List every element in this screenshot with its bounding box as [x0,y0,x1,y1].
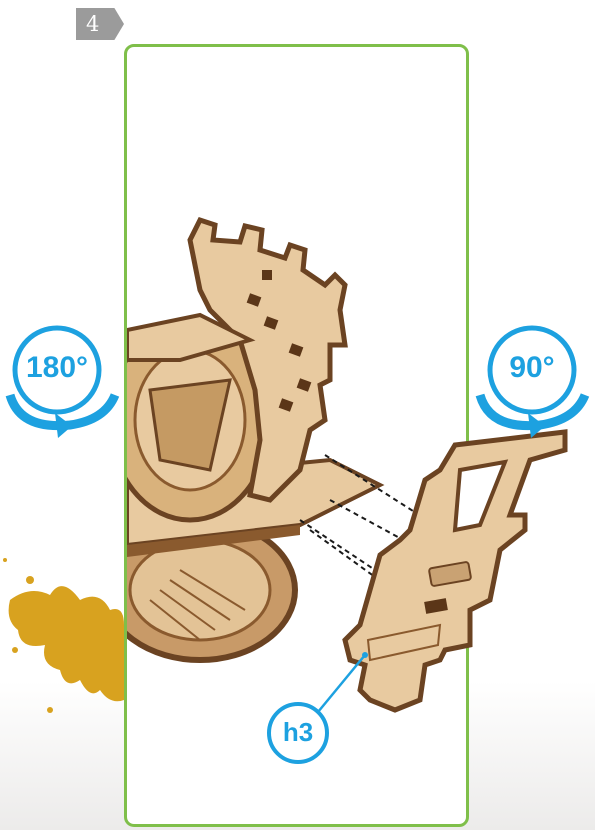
rotation-90-label: 90° [490,351,574,385]
rotation-180-label: 180° [15,351,99,385]
part-h3-label: h3 [269,717,327,748]
